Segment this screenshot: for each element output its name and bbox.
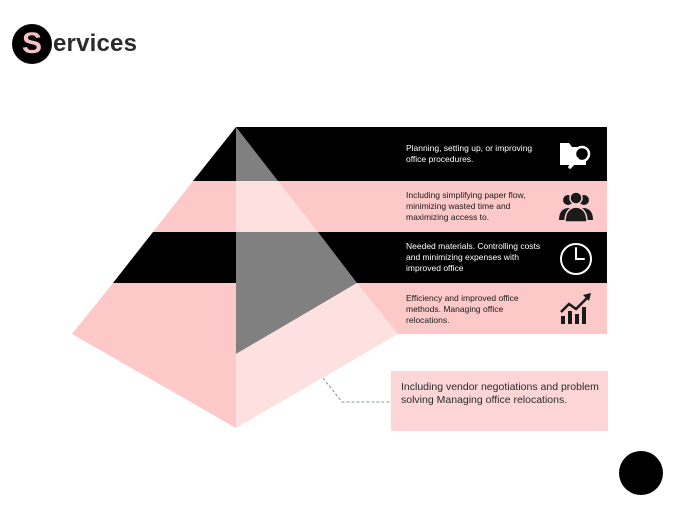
callout-connector: [322, 377, 391, 403]
folder-search-icon: [560, 143, 591, 169]
pyramid-left-4: [72, 283, 236, 428]
title-text: ervices: [53, 30, 138, 57]
title-initial-badge: S: [12, 24, 52, 64]
page-title: S ervices: [12, 22, 137, 66]
row-1-text: Planning, setting up, or improving offic…: [406, 143, 533, 164]
callout-box: [391, 371, 608, 431]
users-icon: [559, 191, 593, 223]
corner-circle: [619, 451, 663, 495]
pyramid-right-3: [236, 232, 357, 354]
growth-chart-icon: [560, 293, 591, 324]
pyramid-right-4: [236, 283, 398, 428]
row-4-text: Efficiency and improved office methods. …: [406, 293, 519, 325]
band-1: [236, 127, 607, 181]
title-initial: S: [21, 26, 42, 60]
callout-text: Including vendor negotiations and proble…: [401, 381, 599, 406]
pyramid-right-1: [236, 127, 278, 181]
row-2-text: Including simplifying paper flow, minimi…: [406, 190, 526, 222]
clock-icon: [560, 243, 592, 275]
pyramid-right-2: [236, 181, 318, 232]
row-3-text: Needed materials. Controlling costs and …: [406, 241, 541, 273]
